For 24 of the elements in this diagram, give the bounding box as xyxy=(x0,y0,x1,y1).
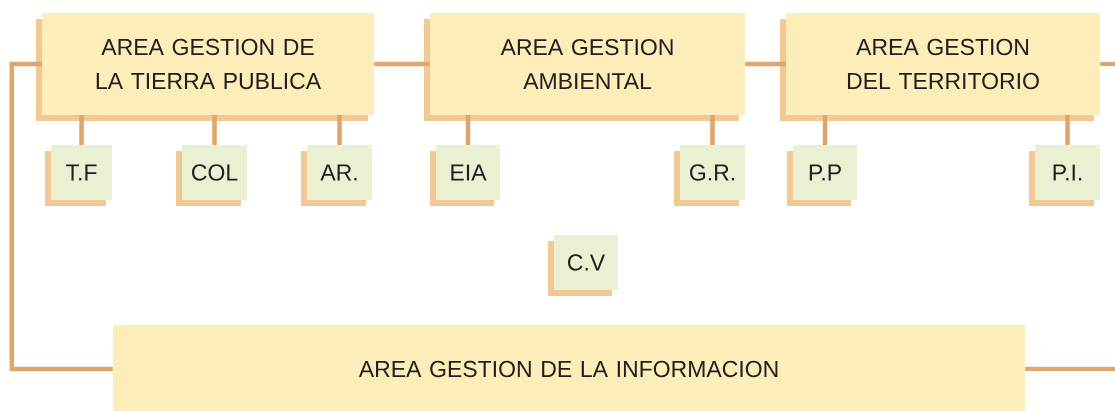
connector-line xyxy=(337,115,342,145)
area-box: AREA GESTION AMBIENTAL xyxy=(424,13,745,121)
connector-line xyxy=(710,115,715,145)
unit-box: COL xyxy=(176,145,247,206)
connector-line xyxy=(212,115,217,145)
connector-line xyxy=(822,115,828,145)
connector-line xyxy=(1025,366,1115,372)
unit-box: P.P xyxy=(787,145,857,206)
unit-box: C.V xyxy=(548,235,618,296)
unit-box: EIA xyxy=(430,145,500,206)
area-box: AREA GESTION DEL TERRITORIO xyxy=(780,13,1100,121)
connector-line xyxy=(79,115,84,145)
unit-box: P.I. xyxy=(1029,145,1100,206)
area-box: AREA GESTION DE LA INFORMACION xyxy=(113,325,1025,411)
connector-line xyxy=(9,61,113,372)
connector-line xyxy=(465,115,471,145)
connector-line xyxy=(745,61,786,67)
connector-line xyxy=(1065,115,1070,145)
connector-line xyxy=(1100,61,1115,67)
connector-line xyxy=(374,61,430,67)
unit-box: T.F xyxy=(45,145,112,206)
area-box: AREA GESTION DE LA TIERRA PUBLICA xyxy=(36,13,374,121)
unit-box: AR. xyxy=(301,145,372,206)
unit-box: G.R. xyxy=(674,145,745,206)
